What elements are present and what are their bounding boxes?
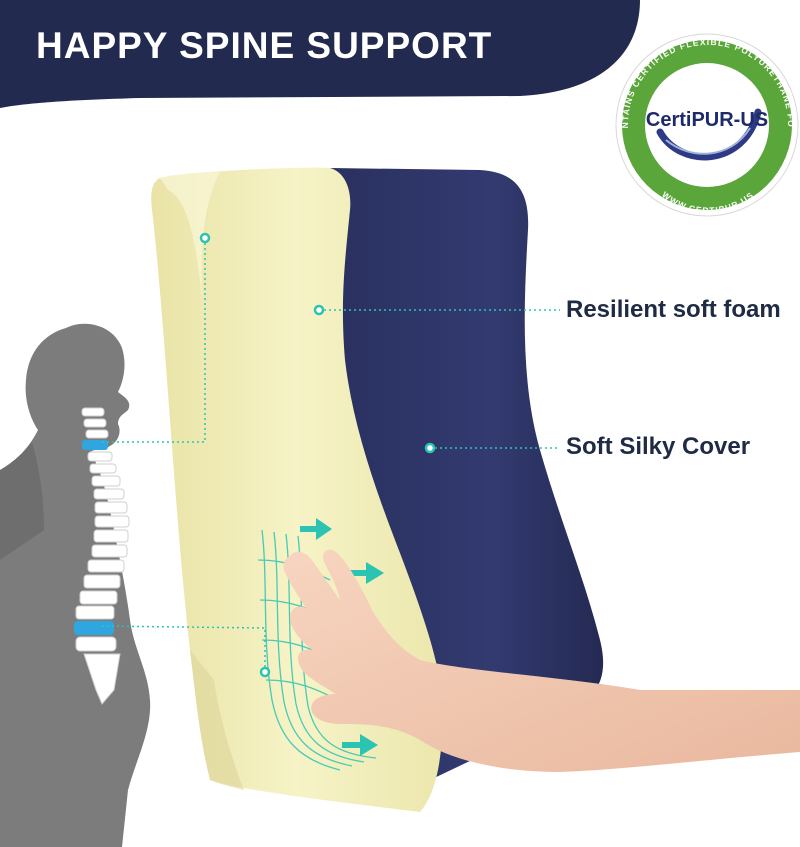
callout-dot <box>424 442 436 454</box>
human-silhouette <box>0 323 151 847</box>
badge-logo-text: CertiPUR-US <box>646 109 768 131</box>
callout-dot <box>259 666 271 678</box>
header-banner <box>0 0 640 108</box>
hand-illustration <box>283 549 800 772</box>
callout-connectors <box>99 238 560 672</box>
callout-dot <box>313 304 325 316</box>
callout-label-foam: Resilient soft foam <box>566 296 781 323</box>
callout-label-cover: Soft Silky Cover <box>566 433 751 460</box>
callout-dot <box>199 232 211 244</box>
banner-title: HAPPY SPINE SUPPORT <box>36 25 493 66</box>
pressure-arrow-icon <box>300 518 384 756</box>
spine-illustration <box>74 407 130 705</box>
